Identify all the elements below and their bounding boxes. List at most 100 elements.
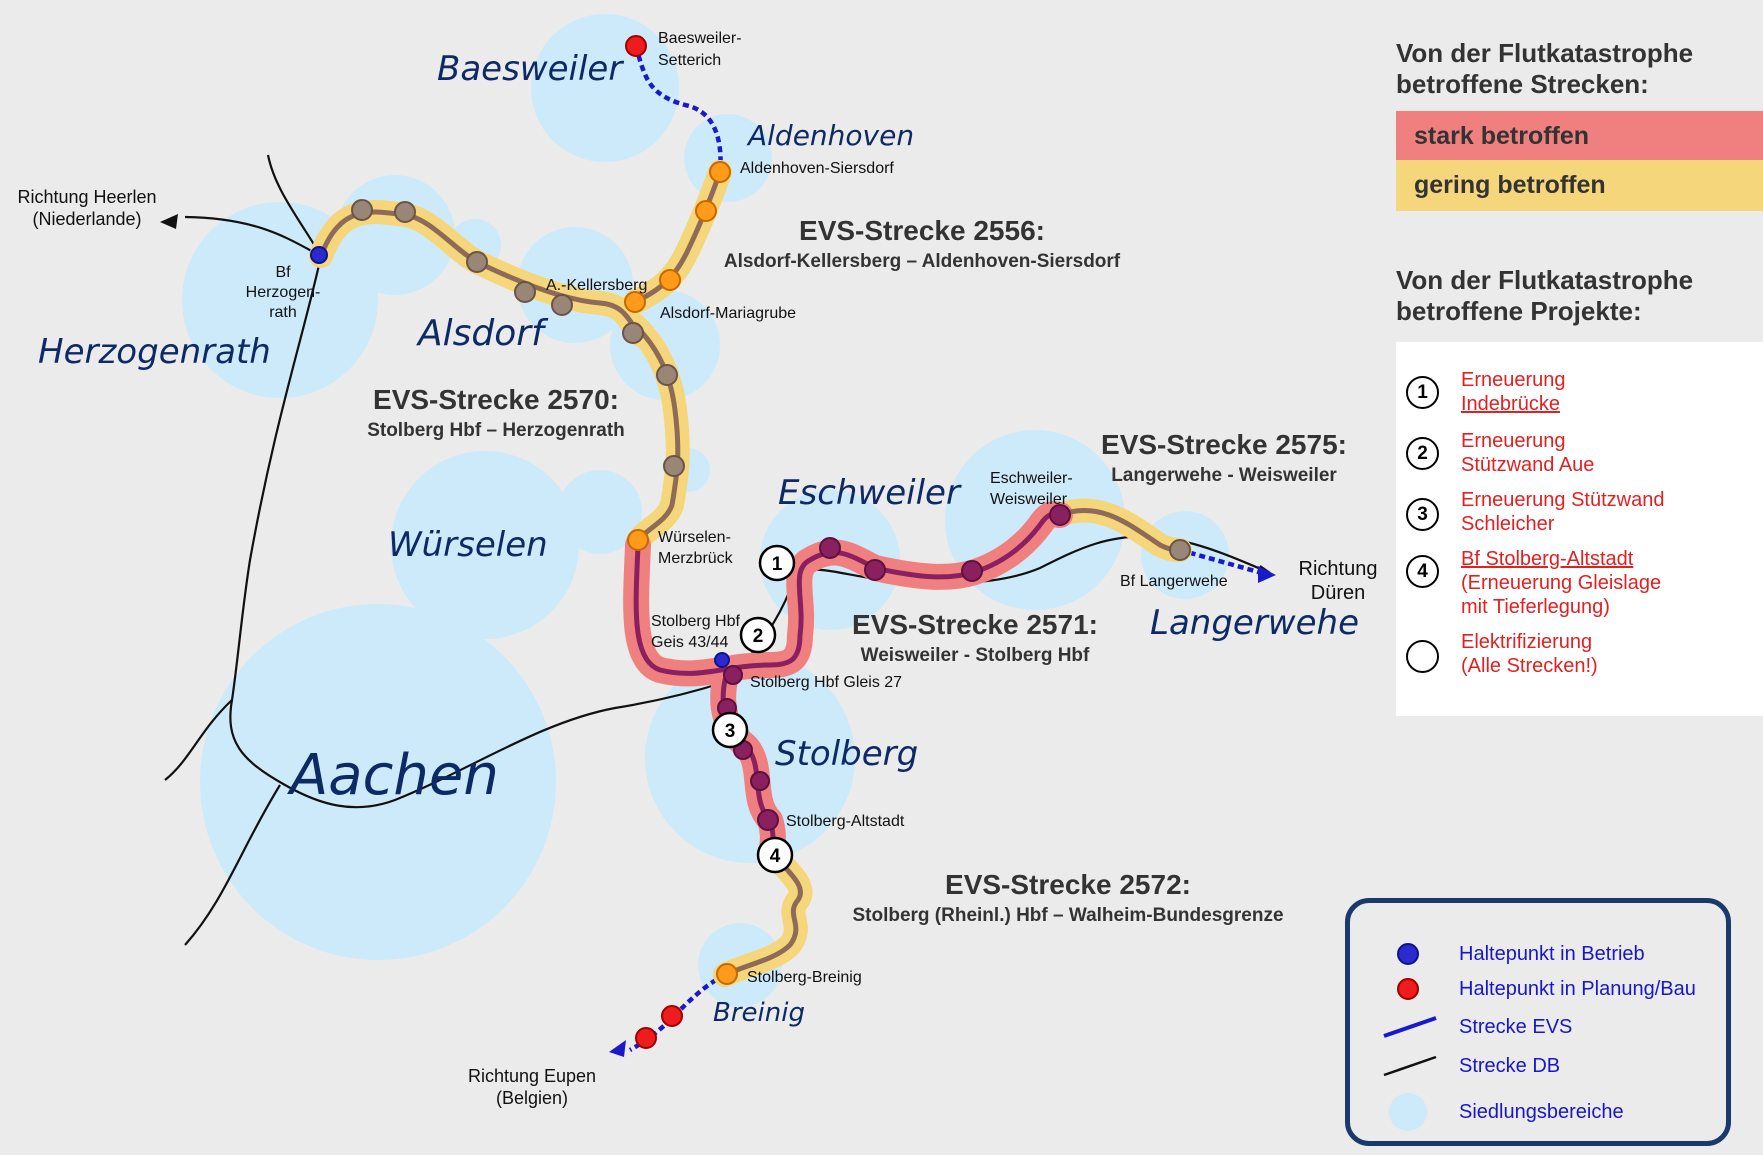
city-labels: Baesweiler Aldenhoven Alsdorf Herzogenra… xyxy=(38,49,1359,1028)
station-label-aldenhoven-siersdorf: Aldenhoven-Siersdorf xyxy=(740,160,894,177)
legend-blue-dot-icon xyxy=(1397,943,1419,965)
projekte-heading: Von der Flutkatastrophe betroffene Proje… xyxy=(1396,265,1693,327)
city-label-aldenhoven: Aldenhoven xyxy=(746,119,914,152)
legend-db-line xyxy=(1383,1055,1437,1077)
project-marker-2-label: 2 xyxy=(753,626,764,647)
project-marker-4 xyxy=(756,836,794,874)
project-marker-3 xyxy=(711,711,749,749)
project-number-3: 3 xyxy=(1406,498,1439,531)
stop-dot-herzogenrath xyxy=(310,246,328,264)
legend-item-db: Strecke DB xyxy=(1350,1049,1726,1083)
legend-evs-line-icon xyxy=(1383,1016,1437,1038)
stop-dot-1 xyxy=(351,199,373,221)
city-label-stolberg: Stolberg xyxy=(775,734,918,774)
legend-db-line-icon xyxy=(1383,1055,1437,1077)
arrow-eupen xyxy=(609,1040,626,1057)
track-2572 xyxy=(722,849,803,978)
project-number-4: 4 xyxy=(1406,555,1439,588)
legend-label-planung: Haltepunkt in Planung/Bau xyxy=(1459,978,1696,1000)
project-text-3: Erneuerung Stützwand Schleicher xyxy=(1461,488,1751,536)
station-labels: Baesweiler- Setterich Aldenhoven-Siersdo… xyxy=(246,30,1228,986)
track-2571 xyxy=(633,511,1063,676)
stop-dot-kellersberg xyxy=(624,291,646,313)
stop-dot-4 xyxy=(514,281,536,303)
strecken-heading: Von der Flutkatastrophe betroffene Strec… xyxy=(1396,38,1693,100)
station-label-hbf4344-1: Stolberg Hbf xyxy=(651,613,740,630)
settlement-aachen xyxy=(200,604,556,960)
station-label-herzogenrath-3: rath xyxy=(269,304,297,321)
settlement-wuerselen xyxy=(391,451,579,639)
project-number-1: 1 xyxy=(1406,376,1439,409)
project-number-2: 2 xyxy=(1406,437,1439,470)
route-2575-title: EVS-Strecke 2575: xyxy=(1101,429,1347,460)
stop-dot-setterich xyxy=(625,35,647,57)
stop-dot-planned-2 xyxy=(635,1027,657,1049)
project-marker-2 xyxy=(739,616,777,654)
direction-eupen-2: (Belgien) xyxy=(496,1088,568,1108)
project-marker-3-label: 3 xyxy=(725,721,736,742)
project-2-line-2: Stützwand Aue xyxy=(1461,454,1595,476)
stop-dot-3 xyxy=(466,251,488,273)
projects-list: 1 Erneuerung Indebrücke 2 Erneuerung Stü… xyxy=(1396,342,1763,716)
stop-dot-merzbrueck xyxy=(627,529,649,551)
station-label-setterich-2: Setterich xyxy=(658,52,721,69)
evs-line-setterich xyxy=(633,45,723,173)
stop-dot-5 xyxy=(551,294,573,316)
route-2570-title: EVS-Strecke 2570: xyxy=(373,384,619,415)
route-2570-subtitle: Stolberg Hbf – Herzogenrath xyxy=(367,420,625,441)
route-2572-title: EVS-Strecke 2572: xyxy=(945,869,1191,900)
legend-item-evs: Strecke EVS xyxy=(1350,1010,1726,1044)
project-5-line-1: Elektrifizierung xyxy=(1461,631,1593,653)
gering-betroffen-bar: gering betroffen xyxy=(1396,160,1763,211)
station-dots xyxy=(310,35,1191,1049)
stop-dot-planned-1 xyxy=(661,1005,683,1027)
route-2571-title: EVS-Strecke 2571: xyxy=(852,609,1098,640)
route-2556-subtitle: Alsdorf-Kellersberg – Aldenhoven-Siersdo… xyxy=(724,251,1121,272)
project-text-5: Elektrifizierung (Alle Strecken!) xyxy=(1461,630,1751,678)
stop-dot-langerwehe xyxy=(1169,539,1191,561)
project-3-line-2: Schleicher xyxy=(1461,513,1555,535)
station-label-weisweiler-2: Weisweiler xyxy=(990,491,1068,508)
project-3-line-1: Erneuerung Stützwand xyxy=(1461,489,1665,511)
station-label-kellersberg: A.-Kellersberg xyxy=(546,277,647,294)
legend-item-betrieb: Haltepunkt in Betrieb xyxy=(1350,937,1726,971)
route-2575-subtitle: Langerwehe - Weisweiler xyxy=(1111,465,1337,486)
project-marker-1 xyxy=(758,544,796,582)
legend-settlement-icon xyxy=(1389,1093,1427,1131)
evs-line-dueren xyxy=(1179,547,1263,576)
route-2556-title: EVS-Strecke 2556: xyxy=(799,215,1045,246)
project-number-5 xyxy=(1406,640,1439,673)
db-line-heerlen xyxy=(184,215,322,257)
project-1-line-2: Indebrücke xyxy=(1461,393,1560,415)
city-label-herzogenrath: Herzogenrath xyxy=(38,332,271,372)
project-4-line-1: Bf Stolberg-Altstadt xyxy=(1461,548,1634,570)
city-label-langerwehe: Langerwehe xyxy=(1150,603,1359,643)
direction-dueren-1: Richtung xyxy=(1299,558,1378,580)
city-label-eschweiler: Eschweiler xyxy=(778,473,962,513)
direction-heerlen-1: Richtung Heerlen xyxy=(17,187,156,207)
stop-dot-8 xyxy=(663,455,685,477)
station-label-altstadt: Stolberg-Altstadt xyxy=(786,813,905,830)
legend-settlement-circle xyxy=(1389,1093,1427,1131)
station-label-merzbrueck-1: Würselen- xyxy=(658,529,731,546)
stop-dot-mariagrube xyxy=(659,269,681,291)
direction-arrows xyxy=(160,214,1276,1057)
station-label-merzbrueck-2: Merzbrück xyxy=(658,550,734,567)
stop-dot-breinig xyxy=(716,963,738,985)
project-1-line-1: Erneuerung xyxy=(1461,369,1566,391)
project-4-line-3: mit Tieferlegung) xyxy=(1461,596,1610,618)
direction-dueren-2: Düren xyxy=(1311,582,1365,604)
stark-betroffen-bar: stark betroffen xyxy=(1396,111,1763,162)
direction-heerlen-2: (Niederlande) xyxy=(32,209,141,229)
stop-dot-weisweiler xyxy=(1049,504,1071,526)
station-label-breinig: Stolberg-Breinig xyxy=(747,969,862,986)
route-2572-subtitle: Stolberg (Rheinl.) Hbf – Walheim-Bundesg… xyxy=(852,905,1283,926)
projekte-heading-line-2: betroffene Projekte: xyxy=(1396,296,1642,326)
strecken-heading-line-1: Von der Flutkatastrophe xyxy=(1396,38,1694,68)
db-line-south xyxy=(184,784,281,946)
track-2556 xyxy=(632,169,723,305)
stop-dot-15 xyxy=(695,200,717,222)
route-2571-subtitle: Weisweiler - Stolberg Hbf xyxy=(861,645,1090,666)
direction-labels: Richtung Heerlen (Niederlande) Richtung … xyxy=(17,187,1377,1108)
city-label-aachen: Aachen xyxy=(287,743,499,808)
